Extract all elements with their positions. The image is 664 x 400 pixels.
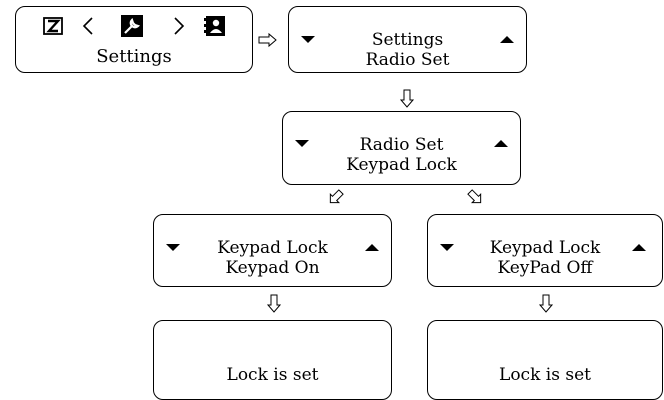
radio-set-line2: Keypad Lock xyxy=(346,155,457,175)
lock-set-right-text: Lock is set xyxy=(499,365,591,385)
keypad-off-screen: Keypad Lock KeyPad Off xyxy=(427,214,663,287)
keypad-on-line1: Keypad Lock xyxy=(217,238,328,258)
chevron-left-icon[interactable] xyxy=(82,17,94,35)
contacts-icon xyxy=(204,16,225,36)
lock-set-left-text: Lock is set xyxy=(226,365,319,385)
scroll-up-icon[interactable] xyxy=(632,244,646,251)
radio-set-line1: Radio Set xyxy=(359,135,444,155)
flow-arrow-icon xyxy=(399,89,415,108)
scroll-down-icon[interactable] xyxy=(301,36,315,43)
z-icon xyxy=(43,17,63,35)
flow-arrow-icon xyxy=(329,189,344,204)
flow-arrow-icon xyxy=(258,32,277,48)
settings-menu-line2: Radio Set xyxy=(365,50,450,70)
home-screen: Settings xyxy=(15,6,253,73)
flow-arrow-icon xyxy=(467,189,482,204)
settings-menu-screen: Settings Radio Set xyxy=(288,6,527,73)
scroll-down-icon[interactable] xyxy=(440,244,454,251)
radio-set-menu-screen: Radio Set Keypad Lock xyxy=(282,111,521,185)
keypad-off-line1: Keypad Lock xyxy=(489,238,601,258)
scroll-up-icon[interactable] xyxy=(500,36,514,43)
scroll-up-icon[interactable] xyxy=(494,140,508,147)
wrench-icon[interactable] xyxy=(121,15,143,37)
flow-arrow-icon xyxy=(266,294,282,313)
flow-arrow-icon xyxy=(538,294,554,313)
scroll-down-icon[interactable] xyxy=(166,244,180,251)
home-title: Settings xyxy=(96,46,172,67)
scroll-down-icon[interactable] xyxy=(295,140,309,147)
keypad-on-line2: Keypad On xyxy=(225,258,320,278)
lock-set-screen-right: Lock is set xyxy=(427,320,663,400)
keypad-on-screen: Keypad Lock Keypad On xyxy=(153,214,392,287)
keypad-off-line2: KeyPad Off xyxy=(497,258,593,278)
chevron-right-icon[interactable] xyxy=(173,17,185,35)
scroll-up-icon[interactable] xyxy=(365,244,379,251)
lock-set-screen-left: Lock is set xyxy=(153,320,392,400)
settings-menu-line1: Settings xyxy=(371,30,444,50)
